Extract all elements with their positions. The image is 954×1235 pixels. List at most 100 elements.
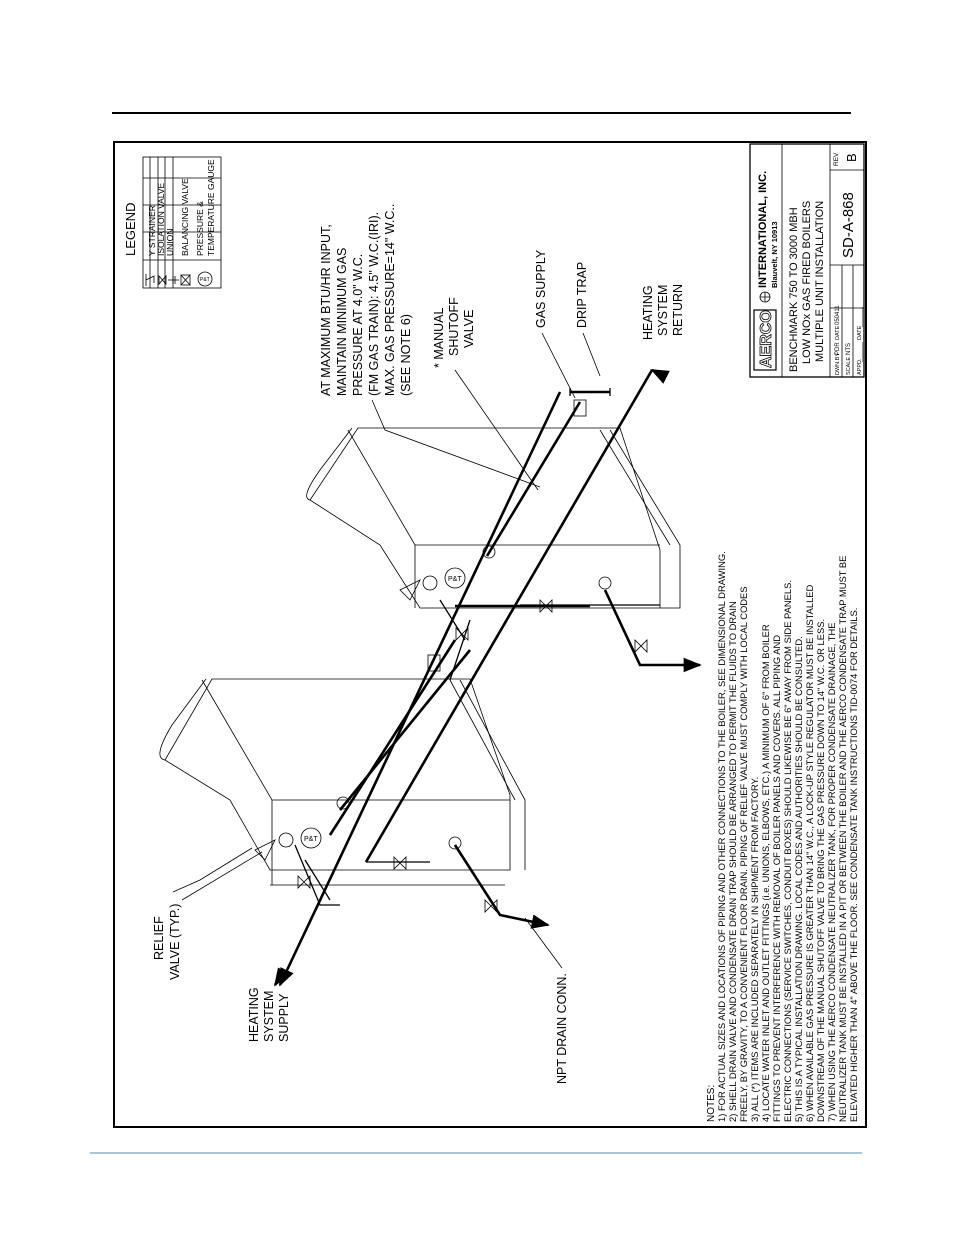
svg-text:DATE: DATE — [857, 325, 863, 340]
boiler-2 — [306, 427, 681, 609]
drip-trap-label: DRIP TRAP — [575, 262, 589, 328]
isolation-valve-icon — [539, 599, 553, 613]
svg-text:REV: REV — [833, 152, 840, 166]
svg-text:RELIEF: RELIEF — [152, 916, 166, 960]
isolation-valve-icon — [297, 875, 311, 889]
gas-pressure-note: AT MAXIMUM BTU/HR INPUT, MAINTAIN MINIMU… — [319, 204, 413, 396]
svg-text:RETURN: RETURN — [671, 284, 685, 336]
revision: B — [844, 153, 859, 162]
svg-text:5) THIS IS A TYPICAL INSTALLA: 5) THIS IS A TYPICAL INSTALLATION DRAWIN… — [793, 636, 804, 1122]
svg-text:APPD.: APPD. — [857, 358, 863, 375]
svg-text:* MANUAL: * MANUAL — [432, 308, 446, 368]
svg-text:P&T: P&T — [448, 576, 462, 583]
svg-text:SYSTEM: SYSTEM — [656, 285, 670, 336]
svg-text:P&T: P&T — [200, 277, 210, 283]
manual-shutoff-label: * MANUAL SHUTOFF VALVE — [432, 297, 476, 368]
isolation-valve-icon — [158, 274, 167, 286]
legend-title: LEGEND — [123, 203, 138, 256]
heating-return-label: HEATING SYSTEM RETURN — [641, 284, 685, 340]
svg-text:SHUTOFF: SHUTOFF — [447, 297, 461, 356]
legend-label-5a: PRESSURE & — [195, 201, 205, 256]
svg-text:SUPPLY: SUPPLY — [277, 993, 291, 1042]
drawing-number: SD-A-868 — [840, 192, 857, 258]
svg-text:7) WHEN USING THE AERCO CONDE: 7) WHEN USING THE AERCO CONDENSATE NEUTR… — [826, 622, 837, 1122]
svg-text:______: ______ — [857, 306, 863, 328]
legend-label-3: UNION — [165, 229, 175, 256]
svg-text:______: ______ — [857, 341, 863, 363]
svg-text:(FM GAS TRAIN): 4.5" W.C.(IRI): (FM GAS TRAIN): 4.5" W.C.(IRI). — [367, 212, 381, 396]
fittings: P&T P&T — [254, 399, 648, 913]
balancing-valve-icon — [180, 274, 191, 286]
title-line-2: LOW NOx GAS FIRED BOILERS — [801, 201, 813, 364]
isolation-valve-icon — [455, 627, 469, 641]
pressure-temperature-gauge-icon: P&T — [444, 567, 466, 589]
union-icon — [598, 576, 612, 590]
svg-text:MAINTAIN MINIMUM GAS: MAINTAIN MINIMUM GAS — [335, 248, 349, 396]
svg-text:FREELY, BY GRAVITY, TO A CONVE: FREELY, BY GRAVITY, TO A CONVENIENT FLOO… — [738, 586, 749, 1122]
gas-supply-label: GAS SUPPLY — [534, 249, 548, 328]
svg-text:AERCO: AERCO — [758, 310, 775, 368]
heating-supply-label: HEATING SYSTEM SUPPLY — [247, 987, 291, 1042]
svg-text:SYSTEM: SYSTEM — [262, 991, 276, 1042]
relief-valve-label: RELIEF VALVE (TYP.) — [152, 904, 182, 980]
svg-text:MAX. GAS PRESSURE=14" W.C..: MAX. GAS PRESSURE=14" W.C.. — [383, 204, 397, 396]
legend: LEGEND Y STRAINER ISOLATION VALVE UNION … — [123, 156, 222, 289]
union-icon — [482, 545, 496, 559]
drawing-border — [113, 141, 867, 1128]
pressure-temperature-gauge-icon: P&T — [197, 271, 213, 287]
drawn-date: 050411 — [835, 305, 841, 325]
svg-text:ELECTRIC CONNECTIONS (SERVICE: ELECTRIC CONNECTIONS (SERVICE SWITCHES, … — [782, 580, 793, 1122]
legend-label-2: ISOLATION VALVE — [156, 182, 166, 256]
svg-text:HEATING: HEATING — [641, 285, 655, 340]
svg-text:2) SHELL DRAIN VALVE AND COND: 2) SHELL DRAIN VALVE AND CONDENSATE DRAI… — [727, 601, 738, 1122]
gas-valve-icon — [427, 654, 441, 672]
drawn-by: PDR — [835, 342, 841, 355]
return-header — [364, 369, 654, 863]
svg-text:NEUTRALIZER TANK MUST BE INSTA: NEUTRALIZER TANK MUST BE INSTALLED IN A … — [837, 556, 848, 1122]
title-block: AERCO INTERNATIONAL, INC. Blauvelt, NY 1… — [749, 143, 865, 378]
svg-text:PRESSURE AT 4.0" W.C.: PRESSURE AT 4.0" W.C. — [351, 254, 365, 396]
notes: NOTES: 1) FOR ACTUAL SIZES AND LOCATIONS… — [706, 551, 859, 1122]
supply-header — [278, 391, 562, 987]
aerco-logo: AERCO — [753, 291, 777, 371]
union-icon — [336, 796, 350, 810]
boiler-1 — [159, 678, 526, 886]
legend-label-1: Y STRAINER — [147, 205, 157, 256]
svg-text:FITTINGS TO PREVENT INTERFEREN: FITTINGS TO PREVENT INTERFERENCE WITH RE… — [771, 635, 782, 1122]
legend-box — [142, 156, 222, 289]
isolation-valve-icon — [484, 899, 498, 913]
y-strainer-icon — [145, 274, 155, 286]
svg-text:DWN.BY: DWN.BY — [835, 353, 841, 375]
legend-label-5b: TEMPERATURE GAUGE — [206, 159, 216, 256]
union-icon — [168, 276, 179, 284]
legend-label-4: BALANCING VALVE — [180, 178, 190, 256]
svg-text:DATE: DATE — [835, 325, 841, 340]
svg-text:4) LOCATE WATER INLET AND OUT: 4) LOCATE WATER INLET AND OUTLET FITTING… — [760, 624, 771, 1122]
relief-valve-icon — [399, 579, 421, 601]
svg-text:NOTES:: NOTES: — [706, 1085, 717, 1122]
relief-valve-icon — [254, 839, 276, 861]
svg-text:VALVE (TYP.): VALVE (TYP.) — [168, 904, 182, 980]
union-icon — [448, 836, 462, 850]
svg-text:HEATING: HEATING — [247, 987, 261, 1042]
svg-text:6) WHEN AVAILABLE GAS PRESSUR: 6) WHEN AVAILABLE GAS PRESSURE IS GREATE… — [804, 584, 815, 1122]
svg-text:ELEVATED HIGHER THAN 4" ABOVE: ELEVATED HIGHER THAN 4" ABOVE THE FLOOR.… — [848, 608, 859, 1122]
svg-text:AT MAXIMUM BTU/HR INPUT,: AT MAXIMUM BTU/HR INPUT, — [319, 224, 333, 396]
title-line-3: MULTIPLE UNIT INSTALLATION — [814, 201, 826, 362]
title-line-1: BENCHMARK 750 TO 3000 MBH — [788, 207, 800, 372]
scale-value: NTS — [846, 343, 852, 355]
pressure-temperature-gauge-icon: P&T — [300, 827, 322, 849]
company-location: Blauvelt, NY 10913 — [770, 221, 779, 288]
svg-text:1) FOR ACTUAL SIZES AND LOCAT: 1) FOR ACTUAL SIZES AND LOCATIONS OF PIP… — [716, 551, 727, 1122]
manual-shutoff-valve-icon — [573, 399, 587, 417]
svg-text:3) ALL (*) ITEMS ARE INCLUDED: 3) ALL (*) ITEMS ARE INCLUDED SEPARATELY… — [749, 777, 760, 1122]
svg-text:VALVE: VALVE — [462, 310, 476, 348]
company-name: INTERNATIONAL, INC. — [757, 171, 769, 288]
piping — [273, 368, 702, 987]
svg-text:SCALE: SCALE — [846, 357, 852, 375]
leader-lines — [172, 332, 601, 969]
svg-text:P&T: P&T — [304, 836, 318, 843]
svg-text:(SEE NOTE 6): (SEE NOTE 6) — [399, 314, 413, 396]
